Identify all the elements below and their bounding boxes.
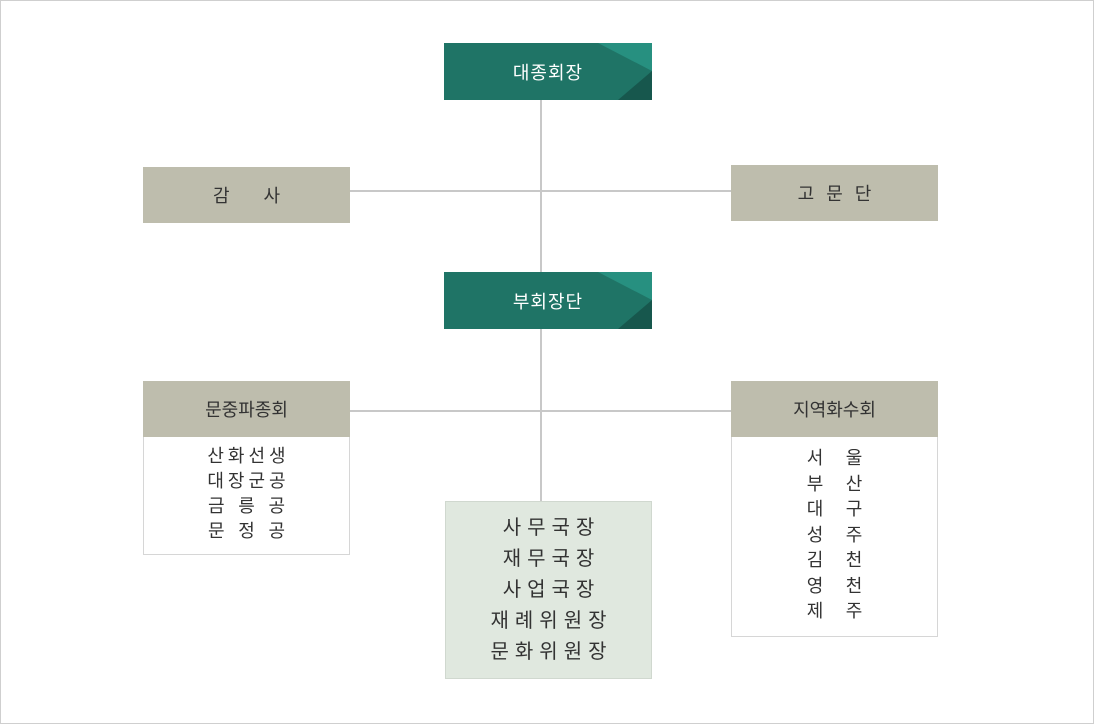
node-regional-branches: 지역화수회 — [731, 381, 938, 437]
list-item-char: 성 — [806, 524, 824, 546]
list-item-char: 대 — [806, 499, 824, 520]
connector-branches — [350, 410, 732, 412]
list-item-char: 주 — [845, 601, 863, 622]
corner-accent-shape — [598, 272, 652, 329]
node-regional-branches-label: 지역화수회 — [793, 400, 876, 421]
list-item-char: 천 — [845, 550, 863, 571]
list-item-char: 서 — [806, 448, 824, 469]
node-vice-chairs: 부회장단 — [444, 272, 652, 329]
connector-audit-advisors — [350, 190, 732, 192]
node-chairman: 대종회장 — [444, 43, 652, 100]
list-item-char: 구 — [845, 499, 863, 520]
node-clan-branches-label: 문중파종회 — [205, 400, 288, 421]
node-chairman-label: 대종회장 — [512, 62, 584, 84]
list-item: 재무국장 — [502, 546, 601, 570]
node-advisors-label: 고문단 — [797, 184, 884, 205]
list-item: 산화선생 — [207, 446, 290, 467]
list-item: 문 정 공 — [207, 521, 290, 542]
list-item: 문화위원장 — [490, 639, 613, 663]
list-item: 재례위원장 — [490, 608, 613, 632]
list-item: 금 릉 공 — [207, 496, 290, 517]
node-clan-branches: 문중파종회 — [143, 381, 350, 437]
corner-accent-shape — [598, 43, 652, 100]
list-item-char: 제 — [806, 601, 824, 622]
list-item-char: 영 — [806, 575, 824, 597]
list-item-char: 천 — [845, 575, 863, 597]
node-audit-label: 감사 — [212, 186, 315, 207]
node-audit: 감사 — [143, 167, 350, 223]
list-item: 사업국장 — [502, 577, 601, 601]
list-item-char: 부 — [806, 473, 824, 495]
node-advisors: 고문단 — [731, 165, 938, 221]
node-vice-chairs-label: 부회장단 — [512, 291, 584, 313]
list-item-char: 주 — [845, 524, 863, 546]
clan-branch-list: 산화선생 대장군공 금 릉 공 문 정 공 — [143, 437, 350, 555]
list-item: 사무국장 — [502, 515, 601, 539]
list-item-char: 산 — [845, 473, 863, 495]
list-item-char: 김 — [806, 550, 824, 571]
list-item-char: 울 — [845, 448, 863, 469]
list-item: 대장군공 — [207, 471, 290, 492]
office-list: 사무국장 재무국장 사업국장 재례위원장 문화위원장 — [445, 501, 652, 679]
